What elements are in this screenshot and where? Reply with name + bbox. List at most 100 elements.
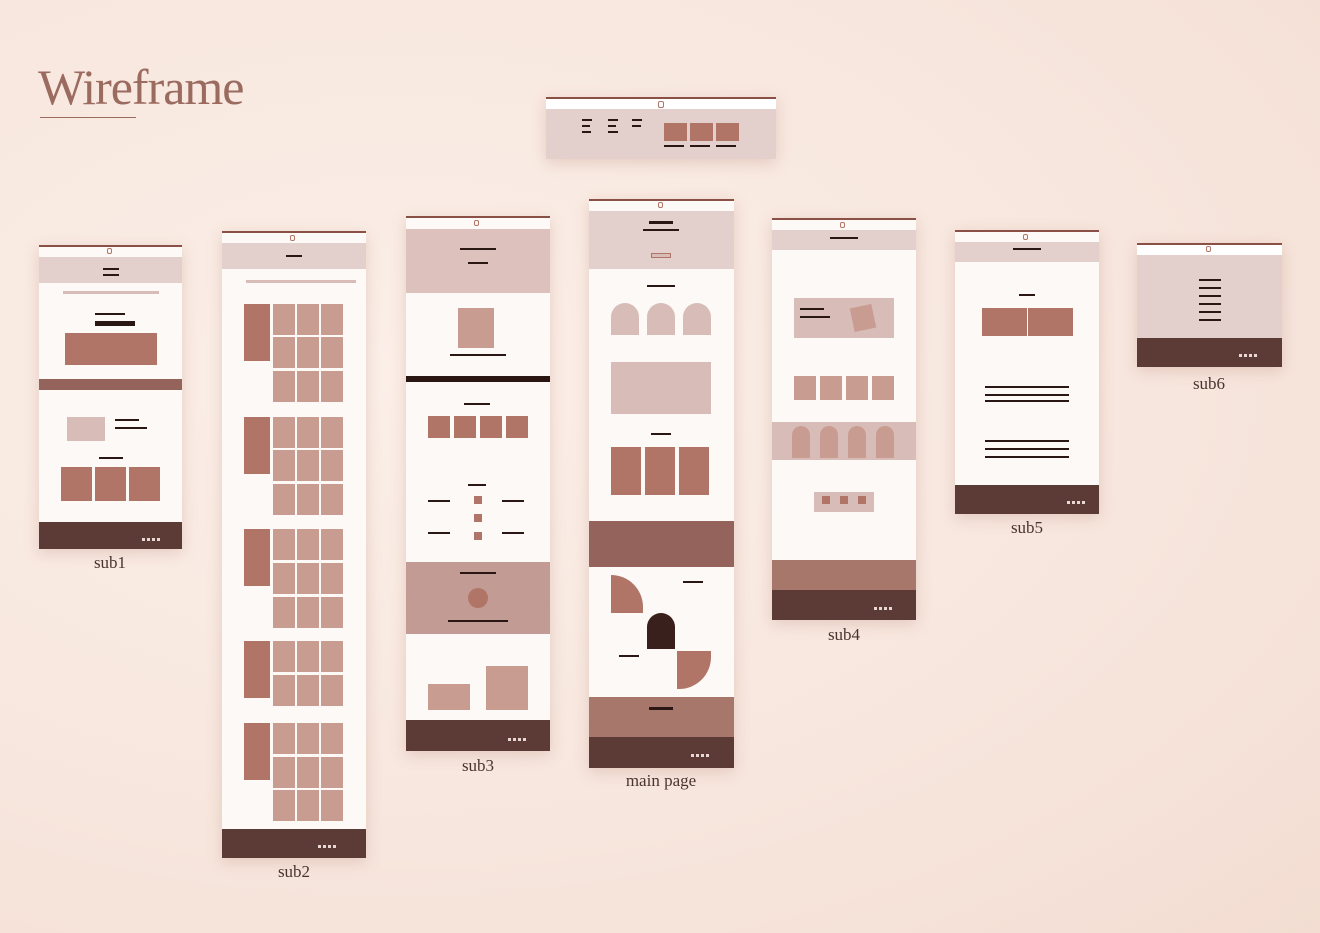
menu-caption (716, 145, 736, 147)
hero-title (830, 237, 858, 239)
step-dot (474, 514, 482, 522)
product-card (61, 467, 92, 501)
banner-strip (39, 379, 182, 390)
product-tile (297, 790, 319, 821)
frame-topbar (222, 231, 366, 233)
shape-quarter (611, 575, 643, 613)
menu-frame (546, 97, 776, 159)
product-tile (321, 304, 343, 335)
frame-topbar (955, 230, 1099, 232)
product-tile (321, 563, 343, 594)
shape-quarter (677, 651, 711, 689)
form-field[interactable] (1199, 303, 1221, 305)
product-tile (297, 417, 319, 448)
product-tile (297, 484, 319, 515)
product-tile (321, 529, 343, 560)
product-tile (273, 790, 295, 821)
intro-text (800, 316, 830, 318)
menu-image (716, 123, 739, 141)
caption-line (450, 354, 506, 356)
tab-row (246, 280, 356, 283)
product-tile (297, 757, 319, 788)
social-icons (1239, 342, 1259, 357)
frame-topbar (589, 199, 734, 201)
form-field[interactable] (1199, 287, 1221, 289)
sub1-footer (39, 522, 182, 549)
video-title (460, 572, 496, 574)
table-row (985, 440, 1069, 442)
hero-button[interactable] (651, 253, 671, 258)
product-tile (273, 304, 295, 335)
product-card (611, 447, 641, 495)
submit-button[interactable] (1199, 319, 1221, 321)
product-tile (273, 675, 295, 706)
section-divider (406, 376, 550, 382)
menu-line (582, 119, 592, 121)
category-banner (244, 723, 270, 780)
product-tile (273, 563, 295, 594)
text-block (619, 655, 639, 657)
product-tile (297, 529, 319, 560)
social-icons (1067, 489, 1087, 504)
section-title (1019, 294, 1035, 296)
product-tile (273, 529, 295, 560)
step-title (468, 484, 486, 486)
social-icons (874, 595, 894, 610)
category-banner (244, 641, 270, 698)
label-sub1: sub1 (93, 553, 127, 572)
product-image (1028, 308, 1073, 336)
step-dot (474, 532, 482, 540)
product-tile (273, 757, 295, 788)
form-field[interactable] (1199, 311, 1221, 313)
shape-arch (647, 613, 675, 649)
sub4-frame (772, 218, 916, 620)
label-sub4: sub4 (827, 625, 861, 644)
section-title (647, 285, 675, 287)
main-page-frame (589, 199, 734, 768)
sub2-footer (222, 829, 366, 858)
video-caption (448, 620, 508, 622)
form-field[interactable] (1199, 295, 1221, 297)
product-tile (321, 484, 343, 515)
sub5-frame (955, 230, 1099, 514)
form-field[interactable] (1199, 279, 1221, 281)
category-banner (244, 304, 270, 361)
product-tile (273, 337, 295, 368)
product-tile (297, 337, 319, 368)
main-footer (589, 737, 734, 768)
play-icon[interactable] (468, 588, 488, 608)
hero-title (460, 248, 496, 250)
banner-image (611, 362, 711, 414)
logo-icon (658, 202, 663, 208)
product-tile (321, 790, 343, 821)
step-text (428, 500, 450, 502)
gallery-image (428, 684, 470, 710)
frame-topbar (39, 245, 182, 247)
product-tile (321, 371, 343, 402)
product-tile (297, 723, 319, 754)
product-tile (273, 417, 295, 448)
hero-title (103, 268, 119, 270)
table-row (985, 400, 1069, 402)
product-tile (321, 337, 343, 368)
logo-icon (107, 248, 112, 254)
product-tile (321, 450, 343, 481)
product-tile (321, 723, 343, 754)
title-underline (40, 117, 136, 118)
team-photo (822, 496, 830, 504)
sub5-footer (955, 485, 1099, 514)
product-tile (297, 371, 319, 402)
product-image (982, 308, 1027, 336)
table-row (985, 386, 1069, 388)
table-row (985, 456, 1069, 458)
feature-tile (428, 416, 450, 438)
menu-line (632, 119, 642, 121)
sub5-hero (955, 242, 1099, 262)
logo-icon (474, 220, 479, 226)
menu-image (690, 123, 713, 141)
team-photo (858, 496, 866, 504)
logo-icon (1206, 246, 1211, 252)
sub1-hero (39, 257, 182, 283)
feature-tile (506, 416, 528, 438)
product-tile (321, 641, 343, 672)
